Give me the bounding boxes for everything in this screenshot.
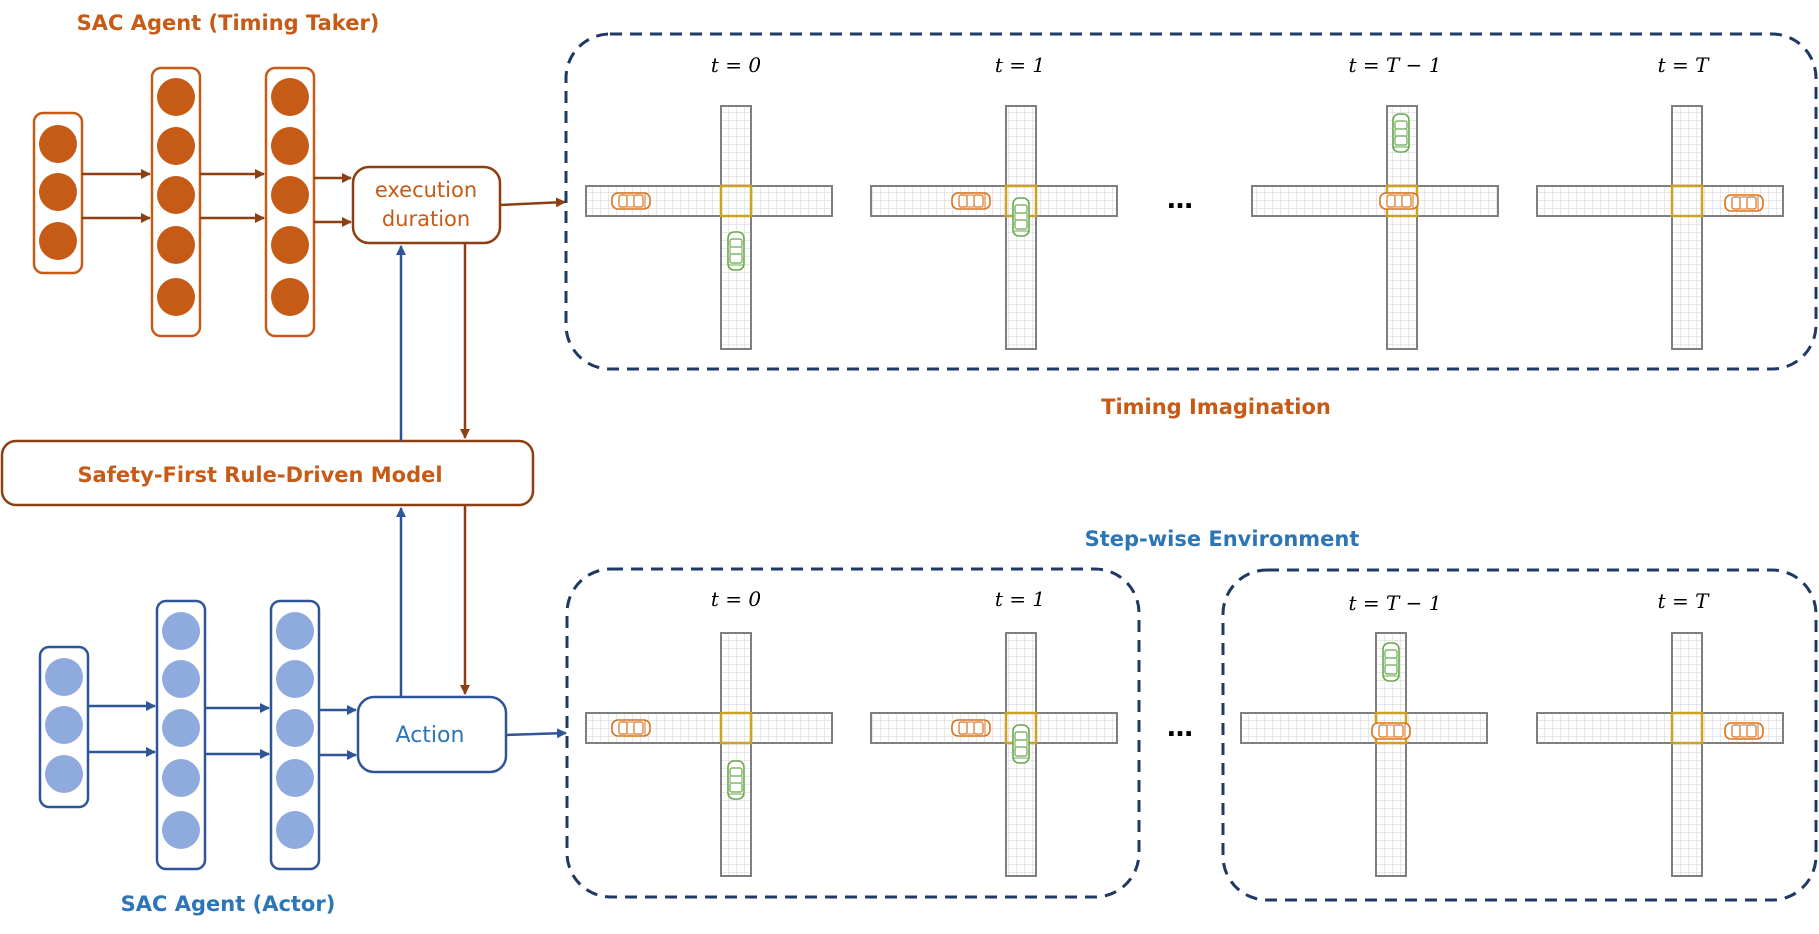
vertical-road [1671,105,1703,350]
actor-input-layer [38,645,90,809]
rule-model-box [0,439,535,507]
timing-hidden-layer-1 [150,66,202,338]
horizontal-road [1251,185,1499,217]
timing-neuron [157,176,195,214]
horizontal-road [870,712,1118,744]
actor-neuron [276,612,314,650]
timing-imagination-title: Timing Imagination [1101,395,1331,419]
car-facing-east-icon [1724,722,1764,740]
intersection [870,632,1118,877]
car-facing-east-icon [1379,192,1419,210]
conflict-zone [1670,711,1704,745]
timing-neuron [39,173,77,211]
duration-to-imagination-arrow [499,197,566,208]
timing-ellipsis: … [1167,185,1193,215]
env-step-label: t = T [1658,589,1711,613]
conflict-zone [719,711,753,745]
intersection-scenes [585,105,1784,877]
horizontal-road [1240,712,1488,744]
actor-agent-title: SAC Agent (Actor) [121,892,336,916]
car-facing-east-icon [611,192,651,210]
car-facing-east-icon [611,719,651,737]
intersection [585,632,833,877]
actor-neuron [276,811,314,849]
timing-step-label: t = 1 [995,53,1045,77]
actor-network [38,599,357,871]
car-facing-east-icon [951,192,991,210]
execution-duration-label-1: execution [375,178,477,202]
timing-step-label: t = 0 [711,53,762,77]
env-panel-right [1221,568,1818,902]
timing-input-layer [32,111,84,275]
actor-neuron [45,658,83,696]
car-facing-south-icon [1392,113,1410,153]
actor-neuron [276,759,314,797]
vertical-road [1375,632,1407,877]
execution-duration-label-2: duration [382,207,470,231]
intersection [1536,105,1784,350]
action-label: Action [396,723,465,748]
rule-model-label: Safety-First Rule-Driven Model [77,463,442,487]
timing-neuron [271,176,309,214]
car-facing-south-icon [727,760,745,800]
horizontal-road [870,185,1118,217]
timing-hidden-layer-2 [264,66,316,338]
timing-neuron [157,226,195,264]
vertical-road [720,105,752,350]
actor-hidden-layer-2 [269,599,321,871]
actor-neuron [162,660,200,698]
timing-step-label: t = T [1658,53,1711,77]
env-ellipsis: … [1167,713,1193,743]
action-to-env-arrow [505,728,567,739]
timing-neuron [157,127,195,165]
actor-neuron [45,706,83,744]
timing-nodes [39,78,309,316]
intersection [1251,105,1499,350]
actor-neuron [162,811,200,849]
actor-neuron [162,759,200,797]
car-facing-south-icon [727,231,745,271]
timing-network [32,66,352,338]
timing-agent-title: SAC Agent (Timing Taker) [77,11,380,35]
car-facing-south-icon [1012,197,1030,237]
timing-neuron [271,278,309,316]
vertical-road [1671,632,1703,877]
timing-step-label: t = T − 1 [1348,53,1441,77]
car-facing-south-icon [1012,724,1030,764]
timing-imagination-panel [564,32,1818,371]
timing-neuron [39,125,77,163]
env-step-label: t = T − 1 [1348,591,1441,615]
env-step-label: t = 0 [711,587,762,611]
stepwise-env-title: Step-wise Environment [1085,527,1360,551]
env-step-label: t = 1 [995,587,1045,611]
car-facing-east-icon [1371,722,1411,740]
vertical-road [720,632,752,877]
timing-neuron [39,222,77,260]
timing-neuron [157,78,195,116]
actor-hidden-layer-1 [155,599,207,871]
conflict-zone [719,184,753,218]
timing-neuron [271,226,309,264]
actor-nodes [45,612,314,849]
intersection [1240,632,1488,877]
env-panel-left [565,567,1141,899]
intersection [870,105,1118,350]
actor-neuron [276,660,314,698]
car-facing-south-icon [1382,642,1400,682]
timing-neuron [157,278,195,316]
timing-neuron [271,78,309,116]
actor-neuron [162,709,200,747]
actor-neuron [276,709,314,747]
conflict-zone [1670,184,1704,218]
intersection [1536,632,1784,877]
actor-neuron [45,755,83,793]
intersection [585,105,833,350]
timing-neuron [271,127,309,165]
car-facing-east-icon [1724,194,1764,212]
car-facing-east-icon [951,719,991,737]
actor-neuron [162,612,200,650]
